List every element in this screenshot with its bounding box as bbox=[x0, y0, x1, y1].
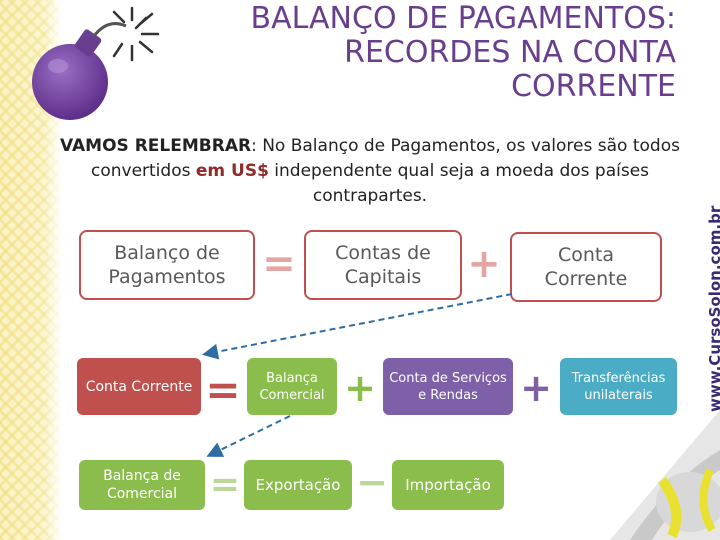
equals-sign: = bbox=[262, 241, 296, 287]
intro-part-2: independente qual seja a moeda dos paíse… bbox=[268, 161, 650, 206]
box-text-l2: unilaterais bbox=[584, 387, 653, 403]
equals-sign: = bbox=[205, 365, 241, 414]
intro-paragraph: VAMOS RELEMBRAR: No Balanço de Pagamento… bbox=[60, 134, 680, 209]
box-text-l2: Comercial bbox=[259, 387, 325, 403]
conta-corrente-box: Conta Corrente bbox=[77, 358, 201, 415]
box-text-l1: Conta de Serviços bbox=[389, 370, 507, 386]
arrow-conta-corrente bbox=[202, 293, 513, 360]
box-text-l2: Pagamentos bbox=[108, 266, 226, 288]
equals-sign: = bbox=[209, 464, 241, 505]
title-line-2: RECORDES NA CONTA bbox=[344, 35, 676, 70]
watermark-text: www.CursoSolon.com.br bbox=[706, 205, 720, 412]
box-text-l2: Capitais bbox=[344, 266, 422, 288]
box-text-l2: Comercial bbox=[106, 486, 178, 502]
intro-part-1: : No Balanço de Pagamentos, os valores s… bbox=[90, 136, 680, 181]
box-text: Importação bbox=[405, 476, 491, 494]
plus-sign: + bbox=[520, 366, 552, 410]
plus-sign: + bbox=[467, 241, 501, 287]
title-line-1: BALANÇO DE PAGAMENTOS: bbox=[250, 1, 676, 36]
intro-lead: VAMOS RELEMBRAR bbox=[60, 136, 252, 156]
slide-title: BALANÇO DE PAGAMENTOS: RECORDES NA CONTA… bbox=[156, 2, 676, 104]
exportacao-box: Exportação bbox=[244, 460, 352, 510]
box-text-l2: Corrente bbox=[544, 268, 628, 290]
bomb-icon bbox=[32, 6, 160, 120]
box-text-l1: Transferências bbox=[571, 370, 666, 386]
minus-sign: − bbox=[356, 460, 388, 504]
box-text-l2: e Rendas bbox=[418, 387, 478, 403]
arrow-balanca-comercial bbox=[206, 415, 291, 457]
title-line-3: CORRENTE bbox=[511, 69, 676, 104]
box-text-l1: Balanço de bbox=[114, 242, 220, 264]
conic-decoration-icon bbox=[610, 410, 720, 540]
vertical-watermark: www.CursoSolon.com.br bbox=[692, 0, 720, 415]
balanca-de-comercial-box: Balança de Comercial bbox=[79, 460, 205, 510]
box-text: Conta Corrente bbox=[85, 378, 193, 395]
box-text-l1: Contas de bbox=[335, 242, 431, 264]
box-text-l1: Balança bbox=[266, 370, 318, 386]
intro-emphasis: em US$ bbox=[195, 161, 269, 181]
box-text: Exportação bbox=[255, 476, 341, 494]
importacao-box: Importação bbox=[392, 460, 504, 510]
box-text-l1: Conta bbox=[557, 244, 614, 266]
plus-sign: + bbox=[344, 366, 376, 410]
box-text-l1: Balança de bbox=[103, 468, 181, 484]
